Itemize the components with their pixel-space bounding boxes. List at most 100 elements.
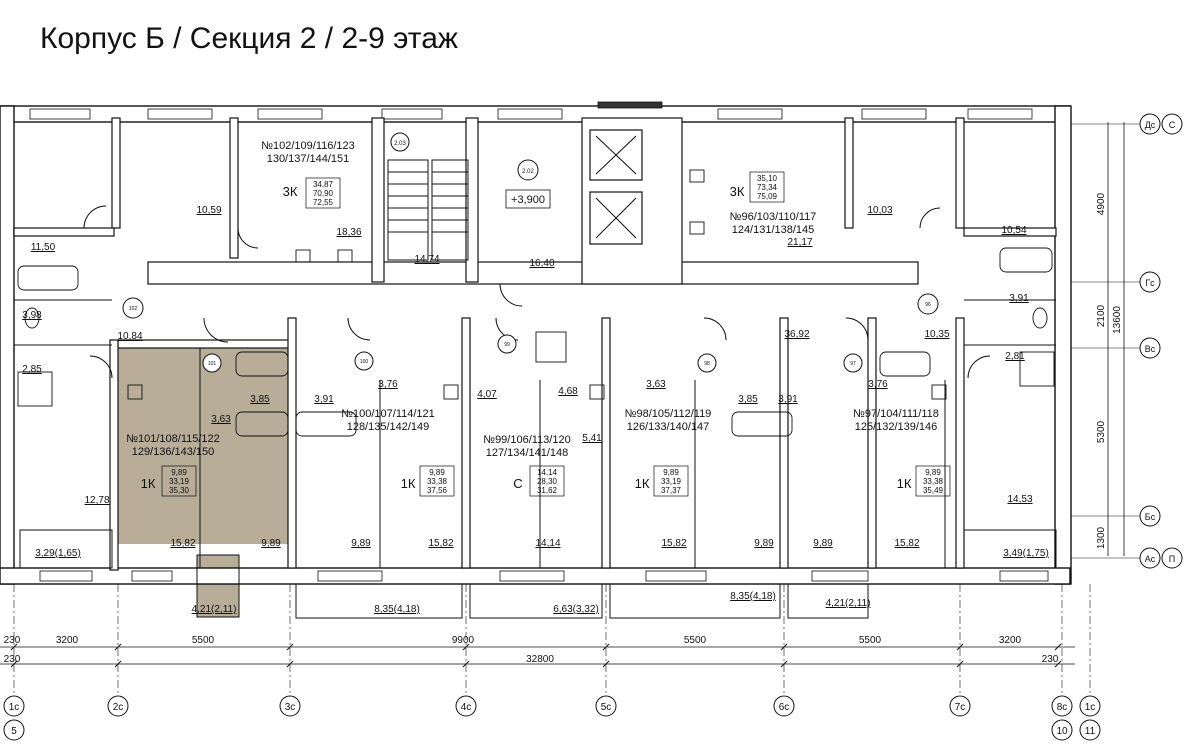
dimension-label: 13600 xyxy=(1112,306,1123,334)
apt-96-type: 3К xyxy=(730,184,745,199)
dimension-label: 2100 xyxy=(1096,304,1107,327)
axis-label-sub: 10 xyxy=(1056,726,1068,737)
apartment-101-highlight[interactable] xyxy=(118,348,290,617)
apt-99-area-full: 31,62 xyxy=(537,486,558,495)
room-area-label: 3,91 xyxy=(778,394,798,405)
room-area-label: 15,82 xyxy=(170,538,195,549)
axis-bubble xyxy=(1161,113,1183,135)
axis-bubble xyxy=(595,695,617,717)
apt-97-area-full: 35,49 xyxy=(923,486,944,495)
room-area-label: 3,76 xyxy=(868,379,888,390)
room-area-label: 9,89 xyxy=(813,538,833,549)
apt-101-area-full: 35,30 xyxy=(169,486,190,495)
apt-102-area-full: 72,55 xyxy=(313,198,334,207)
apt-98-area-full: 37,37 xyxy=(661,486,682,495)
dimension-label: 5500 xyxy=(859,635,882,646)
room-area-label: 10,54 xyxy=(1001,225,1026,236)
room-area-label: 3,29(1,65) xyxy=(35,548,81,559)
room-area-label: 3,63 xyxy=(211,414,231,425)
dimension-label: 5500 xyxy=(192,635,215,646)
apt-99-area-total: 28,30 xyxy=(537,477,558,486)
dimension-tick xyxy=(10,643,18,651)
room-area-label: 5,41 xyxy=(582,433,602,444)
room-area-label: 9,89 xyxy=(351,538,371,549)
axis-label-right: Бс xyxy=(1145,512,1156,522)
apt-97-numbers: №97/104/111/118 xyxy=(853,408,939,420)
axis-bubble xyxy=(455,695,477,717)
room-area-label: 4,21(2,11) xyxy=(192,604,237,615)
axis-label-sub: 5 xyxy=(11,726,17,737)
dimension-tick xyxy=(114,643,122,651)
apt-97-type: 1К xyxy=(897,476,912,491)
room-area-label: 4,07 xyxy=(477,389,497,400)
dimension-label: 230 xyxy=(1042,654,1059,665)
apt-100-area-total: 33,38 xyxy=(427,477,448,486)
room-area-label: 3,85 xyxy=(738,394,758,405)
apt-96-numbers: №96/103/110/117 xyxy=(730,211,817,223)
axis-bubble xyxy=(1079,695,1101,717)
dimension-tick xyxy=(602,643,610,651)
dimension-label: 9900 xyxy=(452,635,475,646)
axis-label-right: Дс xyxy=(1145,120,1156,130)
apt-98-numbers-2: 126/133/140/147 xyxy=(627,421,710,433)
dimension-label: 4900 xyxy=(1096,192,1107,215)
dimension-label: 32800 xyxy=(526,654,554,665)
room-mark-99: 99 xyxy=(504,342,510,348)
dimension-label: 5500 xyxy=(684,635,707,646)
room-mark-97: 97 xyxy=(850,361,856,367)
axis-label-right-alt: П xyxy=(1169,554,1175,564)
apt-99-type: С xyxy=(513,476,522,491)
room-area-label: 11,50 xyxy=(31,242,56,253)
room-area-label: 3,85 xyxy=(250,394,270,405)
apt-100-numbers-2: 128/135/142/149 xyxy=(347,421,430,433)
dimension-tick xyxy=(1054,643,1062,651)
apt-101-numbers-2: 129/136/143/150 xyxy=(132,446,215,458)
apt-101-type: 1К xyxy=(141,476,156,491)
dimension-label: 3200 xyxy=(999,635,1022,646)
room-area-label: 12,78 xyxy=(84,495,109,506)
room-area-label: 3,98 xyxy=(22,310,42,321)
axis-bubble xyxy=(107,695,129,717)
axis-bubble xyxy=(773,695,795,717)
axis-label-bottom: 7с xyxy=(955,702,966,713)
axis-label-bottom: 1с xyxy=(9,702,20,713)
axis-label-right: Гс xyxy=(1145,278,1155,288)
room-mark-202: 2.02 xyxy=(522,169,534,175)
axis-bubble xyxy=(949,695,971,717)
room-area-label: 3,49(1,75) xyxy=(1003,548,1049,559)
apt-99-area-living: 14,14 xyxy=(537,468,558,477)
room-area-label: 14,53 xyxy=(1007,494,1032,505)
axis-bubble xyxy=(3,695,25,717)
plan-title: Корпус Б / Секция 2 / 2-9 этаж xyxy=(40,22,458,55)
axis-label-bottom: 6с xyxy=(779,702,790,713)
axis-bubble xyxy=(1139,271,1161,293)
room-area-label: 3,91 xyxy=(1009,293,1029,304)
axis-bubble xyxy=(1139,547,1161,569)
apt-102-type: 3К xyxy=(283,184,298,199)
apt-96-area-full: 75,09 xyxy=(757,192,778,201)
bottom-windows xyxy=(39,570,1049,582)
dimension-label: 1300 xyxy=(1096,526,1107,549)
axis-bubble xyxy=(1051,719,1073,741)
room-area-labels: 10,5911,503,982,8510,8412,783,29(1,65)3,… xyxy=(22,205,1049,615)
dimension-tick xyxy=(462,643,470,651)
room-area-label: 10,59 xyxy=(196,205,221,216)
dimension-tick xyxy=(286,643,294,651)
apt-96-area-living: 35,10 xyxy=(757,174,778,183)
axis-label-sub: 11 xyxy=(1085,726,1096,737)
room-area-label: 15,82 xyxy=(661,538,686,549)
apt-101-area-total: 33,19 xyxy=(169,477,190,486)
room-area-label: 9,89 xyxy=(754,538,774,549)
room-mark-98: 98 xyxy=(704,361,710,367)
apt-100-type: 1К xyxy=(401,476,416,491)
room-area-label: 15,82 xyxy=(428,538,453,549)
apt-96-area-total: 73,34 xyxy=(757,183,778,192)
room-area-label: 8,35(4,18) xyxy=(374,604,420,615)
axis-label-bottom: 8с xyxy=(1057,702,1068,713)
room-area-label: 14,74 xyxy=(414,254,439,265)
axis-label-right-alt: С xyxy=(1169,120,1176,130)
room-markers: 2.03 2.02 102 101 100 99 98 97 96 xyxy=(122,132,939,373)
dimension-label: 230 xyxy=(4,654,21,665)
dimension-lines xyxy=(0,122,1125,665)
